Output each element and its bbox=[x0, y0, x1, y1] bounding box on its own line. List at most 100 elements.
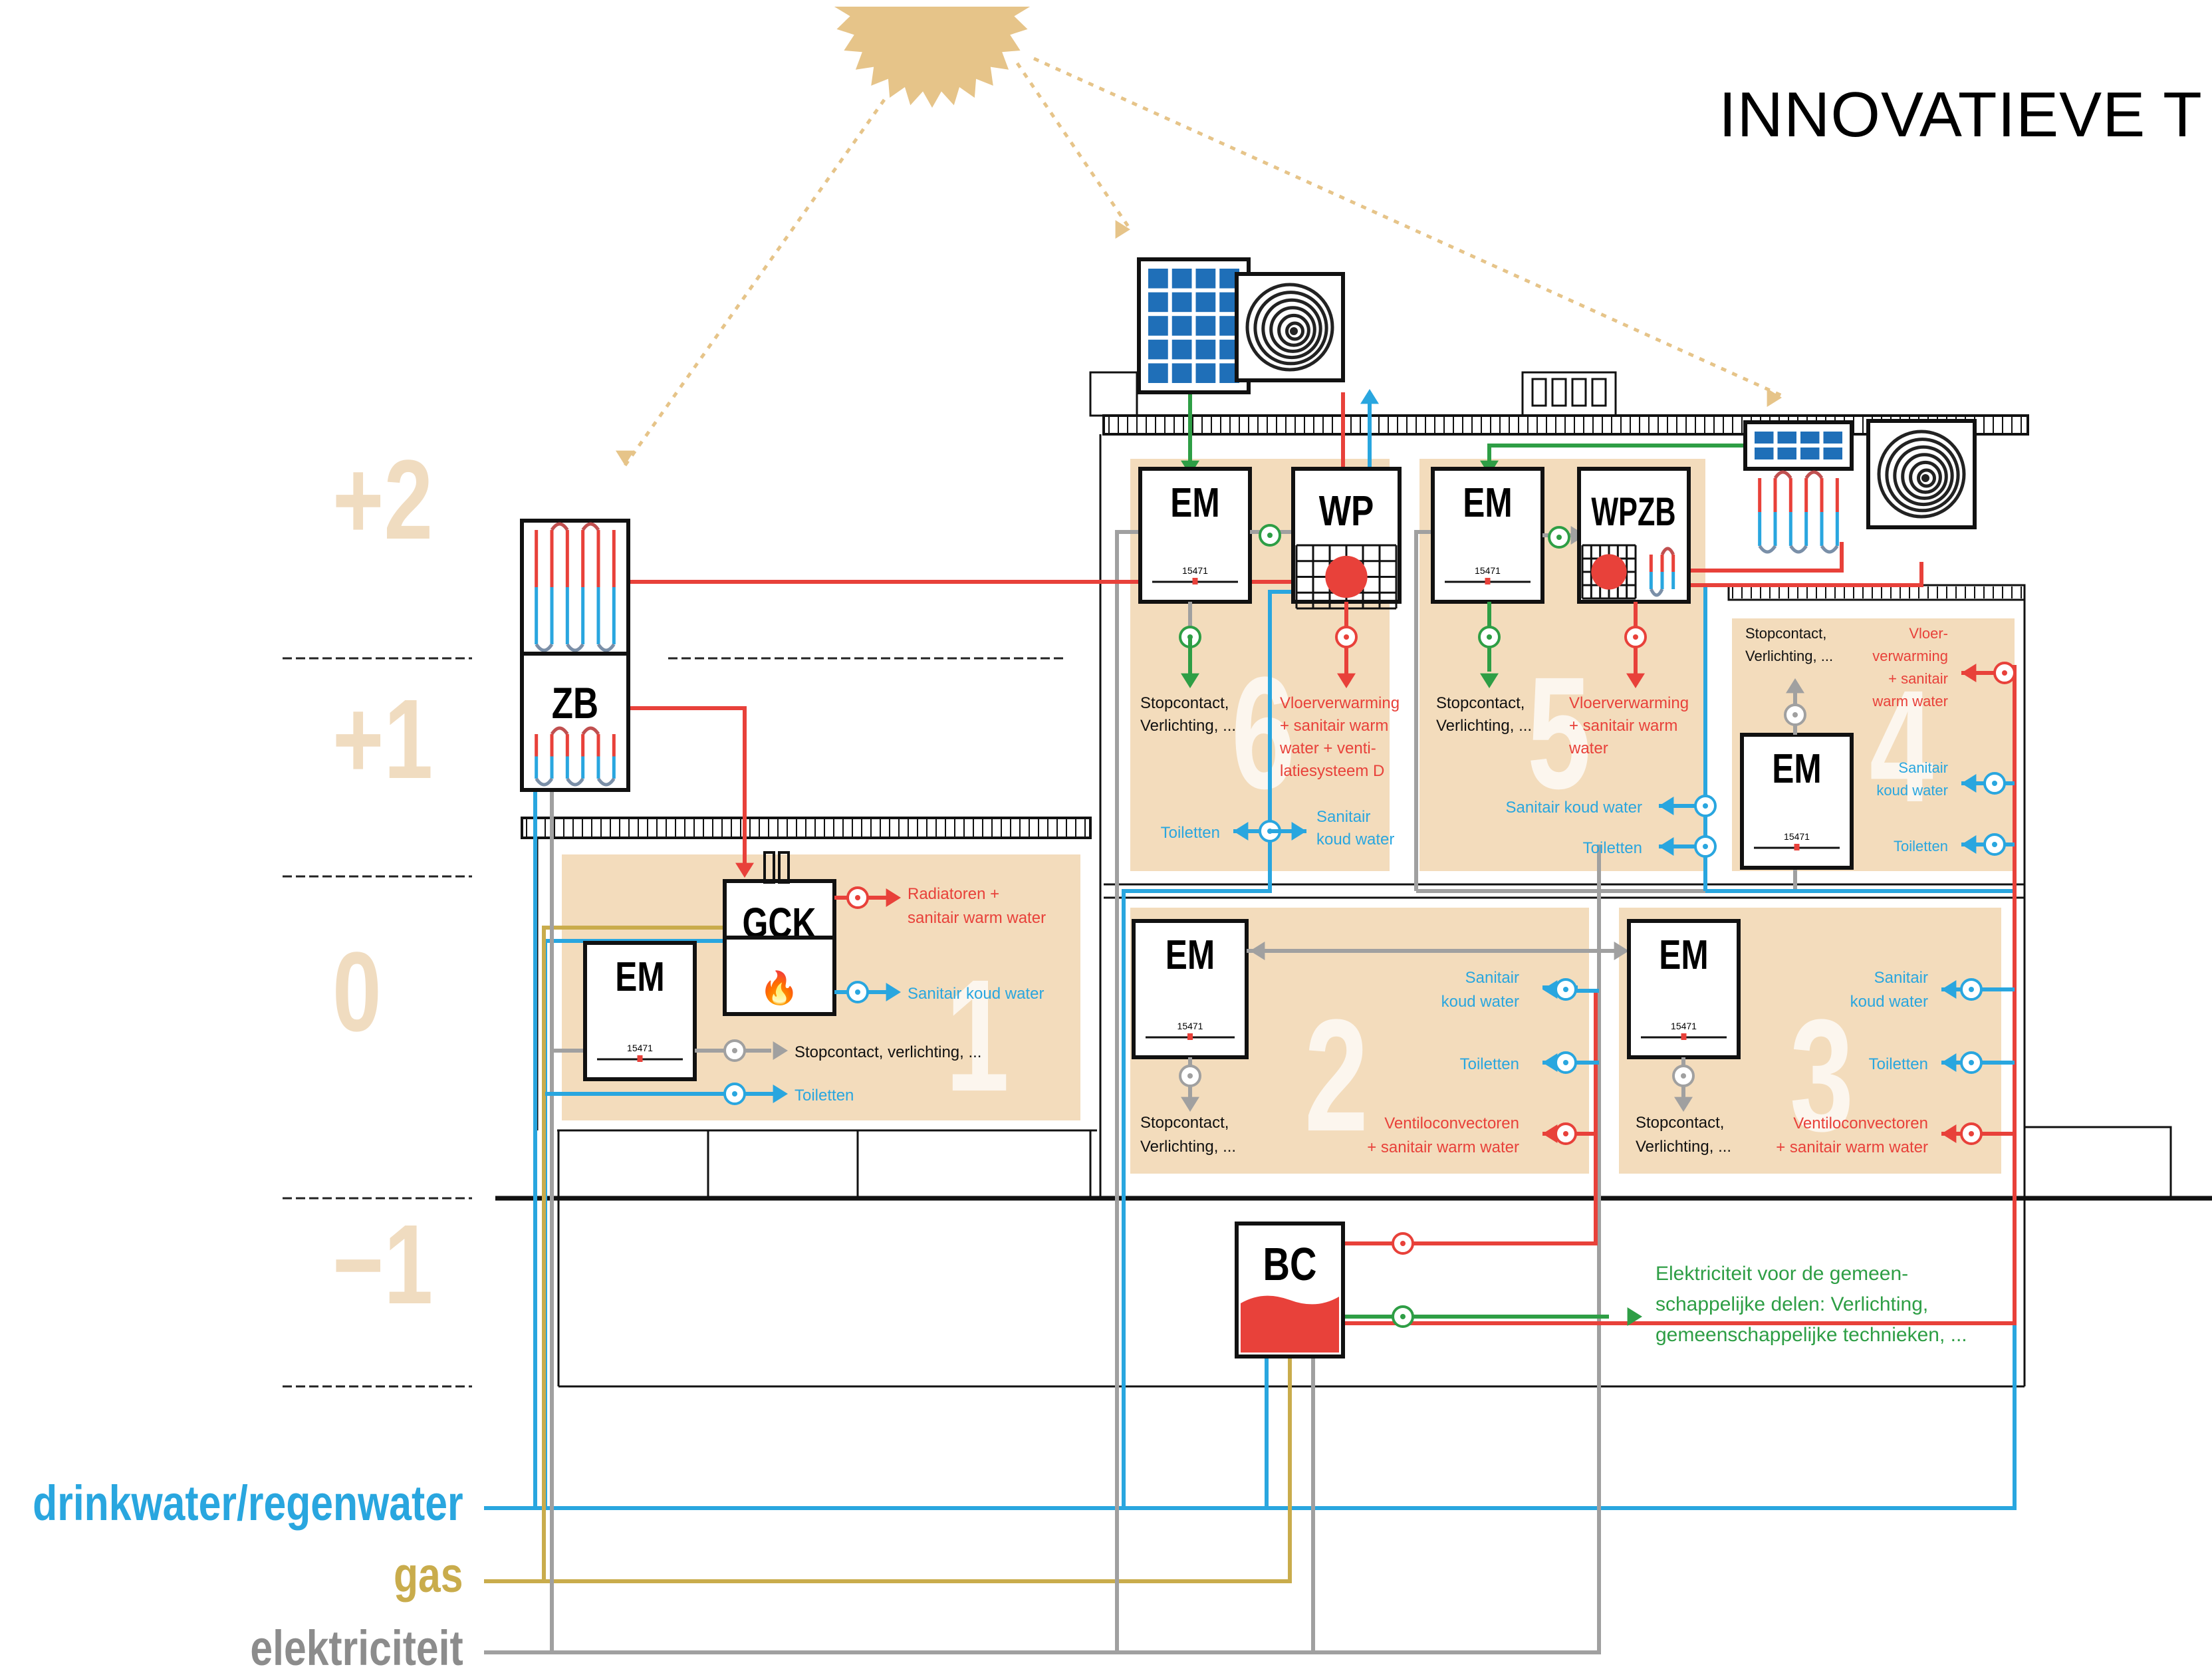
hot-wpzb-fan bbox=[1675, 562, 1923, 587]
label-sanitair-koud-2-line: koud water bbox=[1441, 993, 1519, 1011]
em-zone-1-label: EM bbox=[615, 954, 664, 1000]
label-sanitair-koud-4-line: koud water bbox=[1876, 782, 1948, 799]
solar-panel-5-cell bbox=[1800, 432, 1820, 444]
heat-pump-fan-6-hub bbox=[1290, 327, 1298, 335]
label-vloer-5-line: Vloerverwarming bbox=[1569, 694, 1689, 712]
solar-panel-6-cell bbox=[1148, 339, 1168, 360]
solar-collector-5-bend bbox=[1820, 545, 1839, 554]
meter-em4-dot bbox=[1792, 712, 1798, 717]
gas-main bbox=[484, 1343, 1292, 1583]
legend-gas-label: gas bbox=[394, 1547, 463, 1603]
roof-4 bbox=[1727, 584, 2026, 601]
elec-riser-5 bbox=[1414, 530, 1436, 891]
em-zone-6-meter-marker bbox=[1192, 578, 1198, 584]
solar-panel-6-cell bbox=[1171, 269, 1192, 289]
label-sanitair-koud-5: Sanitair koud water bbox=[1506, 799, 1642, 817]
water-riser-zb bbox=[530, 780, 537, 1508]
label-vloer-6-line: Vloerverwarming bbox=[1280, 694, 1400, 712]
em-zone-1-meter-marker bbox=[637, 1055, 643, 1062]
zone-2-number: 2 bbox=[1304, 987, 1368, 1164]
hot-wpzb-out bbox=[1675, 542, 1844, 573]
label-ventilo-3-line: + sanitair warm water bbox=[1776, 1138, 1928, 1156]
em-zone-5-meter-marker bbox=[1485, 578, 1491, 584]
roof-unit-slot bbox=[1551, 378, 1567, 407]
zone-1-number: 1 bbox=[945, 947, 1009, 1124]
em-zone-4-meter-reading: 15471 bbox=[1784, 831, 1810, 842]
zb-collector-coil-bend bbox=[550, 522, 569, 531]
label-sanitair-koud-6-line: Sanitair bbox=[1316, 808, 1370, 826]
em-zone-5-label: EM bbox=[1463, 479, 1512, 526]
solar-panel-6-cell bbox=[1171, 339, 1192, 360]
label-toiletten-5: Toiletten bbox=[1583, 839, 1642, 857]
em-zone-4-meter-marker bbox=[1794, 844, 1800, 850]
zb-collector-coil-bend bbox=[535, 643, 554, 652]
label-vloer-4-line: warm water bbox=[1872, 693, 1948, 710]
meter-ventilo-2-dot bbox=[1563, 1131, 1568, 1136]
heat-pump-fan-5-ring bbox=[1893, 445, 1954, 507]
zb-tank-coil-bend bbox=[535, 777, 554, 787]
label-stopcontact-6-line: Verlichting, ... bbox=[1140, 717, 1236, 735]
wpzb-floor-grid-core bbox=[1591, 554, 1627, 590]
label-sanitair-koud-4-line: Sanitair bbox=[1898, 759, 1948, 776]
wp-floor-grid-core bbox=[1325, 555, 1368, 598]
hot-wp-arrow bbox=[1337, 673, 1356, 688]
heat-pump-fan-6-ring bbox=[1245, 283, 1334, 372]
chimney bbox=[1089, 371, 1138, 417]
label-vloer-4-line: Vloer- bbox=[1909, 625, 1948, 642]
meter-ventilo-3-dot bbox=[1969, 1131, 1974, 1136]
solar-panel-6-cell bbox=[1148, 269, 1168, 289]
meter-hot-bc-dot bbox=[1400, 1241, 1406, 1246]
em-zone-5-meter-reading: 15471 bbox=[1475, 565, 1501, 576]
label-stopcontact-3-line: Verlichting, ... bbox=[1636, 1138, 1731, 1156]
em-zone-4-label: EM bbox=[1772, 745, 1821, 792]
legend-water-label: drinkwater/regenwater bbox=[33, 1476, 463, 1531]
level-label: +2 bbox=[332, 437, 433, 563]
solar-panel-5-cell bbox=[1823, 432, 1842, 444]
label-vloer-6-line: + sanitair warm bbox=[1280, 717, 1388, 735]
wpzb-coil-bend bbox=[1660, 547, 1675, 556]
level-label: 0 bbox=[332, 929, 382, 1055]
hot-zb-to-gck bbox=[627, 706, 747, 874]
gck-cold-arrow bbox=[886, 983, 901, 1001]
cold-wp-arrow bbox=[1360, 389, 1379, 404]
elec-em2-down-arrow bbox=[1181, 1097, 1199, 1112]
label-stopcontact-2-line: Verlichting, ... bbox=[1140, 1138, 1236, 1156]
meter-toilet-2-dot bbox=[1563, 1060, 1568, 1065]
solar-panel-5-cell bbox=[1800, 448, 1820, 459]
wp-label: WP bbox=[1319, 488, 1374, 535]
water-sk-2-arrow bbox=[1542, 980, 1558, 999]
meter-wpzb-dot bbox=[1633, 634, 1638, 640]
solar-panel-6-cell bbox=[1195, 339, 1216, 360]
water-toilet-2-arrow bbox=[1542, 1053, 1558, 1072]
heat-pump-fan-5-ring bbox=[1901, 453, 1948, 500]
meter-em1-dot bbox=[732, 1048, 737, 1053]
solar-panel-5-cell bbox=[1755, 432, 1774, 444]
solar-panel-6-cell bbox=[1148, 292, 1168, 313]
water-sk-5-arrow bbox=[1659, 797, 1674, 815]
em-zone-2-label: EM bbox=[1166, 932, 1215, 978]
sun-ray bbox=[1033, 57, 1783, 398]
em-zone-3-meter-marker bbox=[1681, 1033, 1687, 1040]
zb-tank-coil-bend bbox=[550, 726, 569, 735]
roof-unit-slot bbox=[1571, 378, 1587, 407]
meter-toilet-5-dot bbox=[1703, 844, 1708, 849]
elec-em3-down-arrow bbox=[1674, 1097, 1693, 1112]
heat-pump-fan-5-ring bbox=[1877, 430, 1966, 519]
label-gemeen-line: Elektriciteit voor de gemeen- bbox=[1656, 1263, 1908, 1285]
label-stopcontact-4-line: Verlichting, ... bbox=[1745, 648, 1833, 664]
hot-vloer-4-arrow bbox=[1961, 664, 1977, 682]
bc-water bbox=[1241, 1295, 1339, 1353]
solar-panel-6-cell bbox=[1171, 292, 1192, 313]
heat-pump-fan-6-ring bbox=[1277, 313, 1310, 347]
zb-collector bbox=[520, 519, 630, 656]
label-stopcontact-3-line: Stopcontact, bbox=[1636, 1114, 1724, 1132]
solar-panel-6-cell bbox=[1195, 316, 1216, 336]
solar-panel-6-cell bbox=[1195, 292, 1216, 313]
label-toiletten-4: Toiletten bbox=[1894, 838, 1948, 854]
sun-ray bbox=[623, 98, 886, 467]
solar-collector-5-bend bbox=[1789, 545, 1808, 554]
green-em5-arrow bbox=[1480, 673, 1499, 688]
green-arrow-common bbox=[1627, 1307, 1642, 1326]
elec-em3-arrow bbox=[1614, 942, 1629, 960]
